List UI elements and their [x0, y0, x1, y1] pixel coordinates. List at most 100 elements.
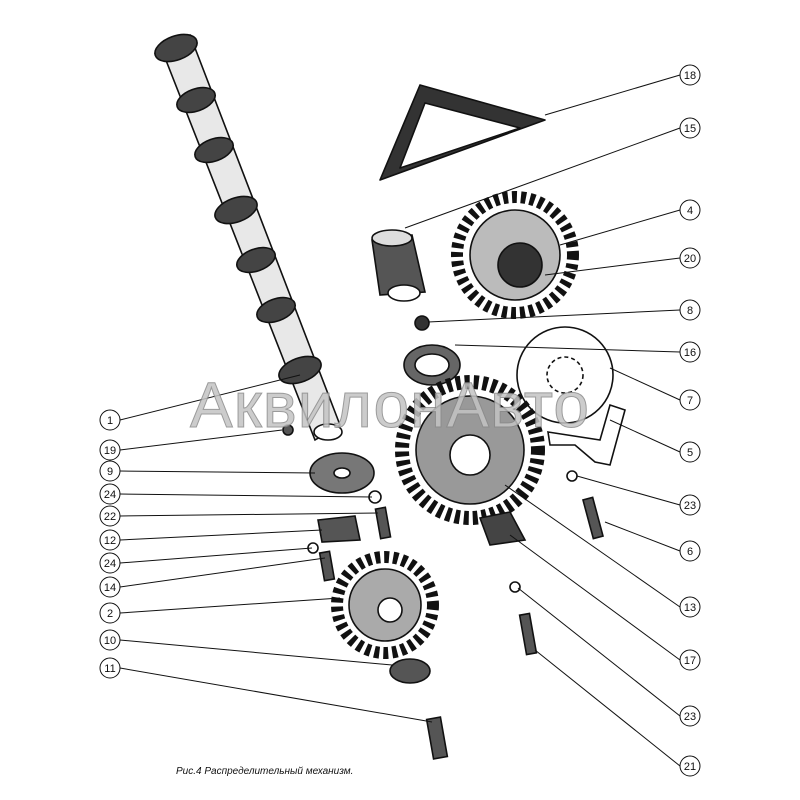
callout-20: 20	[544, 247, 701, 276]
callout-5: 5	[609, 419, 701, 463]
callout-circle	[679, 299, 701, 321]
leader-line	[509, 534, 681, 661]
callout-circle	[679, 64, 701, 86]
callout-number: 4	[687, 205, 693, 217]
leader-line	[427, 309, 681, 323]
leader-line	[119, 667, 433, 723]
callout-1: 1	[99, 374, 301, 431]
callout-number: 1	[107, 415, 113, 427]
callout-circle	[99, 505, 121, 527]
callout-number: 21	[684, 761, 696, 773]
callout-12: 12	[99, 529, 323, 551]
callout-7: 7	[609, 367, 701, 411]
callout-11: 11	[99, 657, 433, 723]
callout-number: 9	[107, 466, 113, 478]
leader-line	[119, 429, 283, 451]
leader-line	[609, 367, 681, 401]
nut	[414, 315, 430, 331]
callout-13: 13	[504, 484, 701, 618]
callout-10: 10	[99, 629, 393, 666]
callout-circle	[679, 649, 701, 671]
lower-gear	[331, 551, 439, 659]
callout-24: 24	[99, 547, 313, 574]
leader-line	[119, 493, 373, 498]
spacer	[389, 658, 431, 684]
callout-number: 8	[687, 305, 693, 317]
callout-23: 23	[517, 587, 701, 727]
figure-caption: Рис.4 Распределительный механизм.	[176, 766, 354, 777]
upper-gear	[451, 191, 579, 319]
callout-circle	[679, 705, 701, 727]
callout-circle	[99, 460, 121, 482]
callout-number: 12	[104, 535, 116, 547]
callout-circle	[679, 341, 701, 363]
leader-line	[544, 74, 681, 116]
callout-circle	[99, 657, 121, 679]
leader-line	[119, 557, 326, 588]
leader-line	[119, 374, 301, 421]
callout-circle	[679, 199, 701, 221]
callout-15: 15	[404, 117, 701, 229]
callout-number: 16	[684, 347, 696, 359]
leader-line	[119, 639, 393, 666]
leader-line	[559, 209, 681, 246]
leader-line	[404, 127, 681, 229]
callout-number: 20	[684, 253, 696, 265]
callout-circle	[679, 494, 701, 516]
callout-circle	[679, 596, 701, 618]
callout-9: 9	[99, 460, 316, 482]
callout-circle	[679, 247, 701, 269]
callout-6: 6	[604, 521, 701, 562]
callout-number: 15	[684, 123, 696, 135]
leader-line	[119, 597, 341, 614]
callout-number: 23	[684, 500, 696, 512]
watermark: АквилонАвто	[190, 369, 590, 442]
callout-21: 21	[534, 649, 701, 777]
callout-circle	[99, 439, 121, 461]
callout-circle	[679, 540, 701, 562]
callout-number: 14	[104, 582, 116, 594]
leader-line	[604, 521, 681, 552]
callout-circle	[99, 629, 121, 651]
leader-line	[119, 512, 379, 517]
lock-plate	[317, 515, 361, 543]
callout-number: 7	[687, 395, 693, 407]
plate	[547, 403, 626, 466]
callout-14: 14	[99, 557, 326, 598]
callout-number: 23	[684, 711, 696, 723]
callout-number: 2	[107, 608, 113, 620]
callout-number: 17	[684, 655, 696, 667]
callout-22: 22	[99, 505, 379, 527]
leader-line	[576, 475, 681, 506]
callout-8: 8	[427, 299, 701, 323]
callout-4: 4	[559, 199, 701, 246]
leader-line	[517, 587, 681, 717]
callout-circle	[679, 389, 701, 411]
retainer	[478, 511, 527, 546]
leader-line	[609, 419, 681, 453]
callout-24: 24	[99, 483, 373, 505]
leader-line	[119, 470, 316, 474]
callout-circle	[99, 409, 121, 431]
camshaft-gear	[395, 375, 545, 525]
callout-number: 24	[104, 558, 116, 570]
callout-number: 18	[684, 70, 696, 82]
callout-circle	[679, 755, 701, 777]
leader-line	[454, 344, 681, 353]
callout-19: 19	[99, 429, 283, 461]
callout-circle	[99, 552, 121, 574]
callout-circle	[99, 529, 121, 551]
callout-18: 18	[544, 64, 701, 116]
leader-line	[534, 649, 681, 767]
callout-circle	[679, 117, 701, 139]
callout-number: 6	[687, 546, 693, 558]
callout-circle	[99, 483, 121, 505]
callout-number: 13	[684, 602, 696, 614]
callout-number: 22	[104, 511, 116, 523]
callout-number: 24	[104, 489, 116, 501]
callout-23: 23	[576, 475, 701, 516]
callout-2: 2	[99, 597, 341, 624]
callout-17: 17	[509, 534, 701, 671]
